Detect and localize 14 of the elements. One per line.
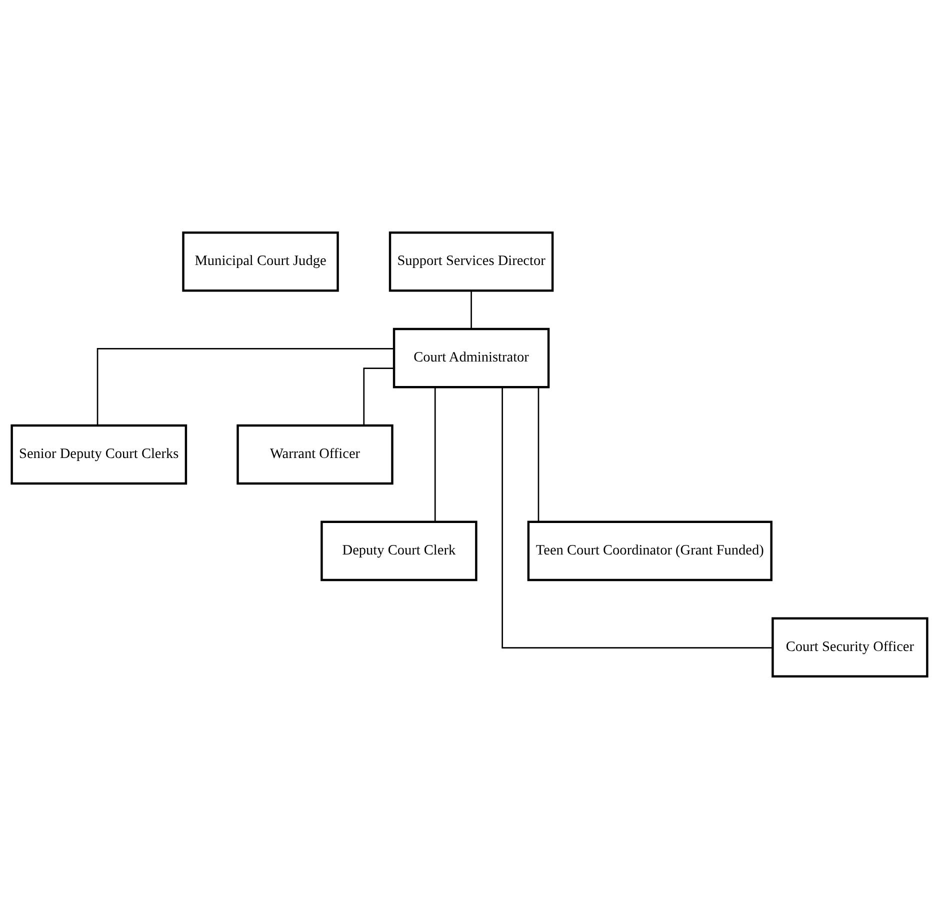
node-box: Senior Deputy Court Clerks	[10, 424, 188, 485]
node-box: Municipal Court Judge	[182, 231, 339, 292]
connector	[502, 387, 772, 649]
node-box: Support Services Director	[388, 231, 554, 292]
node-box: Court Security Officer	[772, 617, 928, 678]
node-box: Court Administrator	[392, 328, 550, 388]
node-box: Teen Court Coordinator (Grant Funded)	[527, 520, 772, 582]
connector	[538, 387, 540, 522]
connector	[96, 348, 394, 426]
connector	[434, 387, 436, 522]
connector	[363, 368, 394, 426]
node-box: Deputy Court Clerk	[320, 520, 478, 582]
node-box: Warrant Officer	[236, 424, 394, 485]
connector	[470, 290, 472, 329]
